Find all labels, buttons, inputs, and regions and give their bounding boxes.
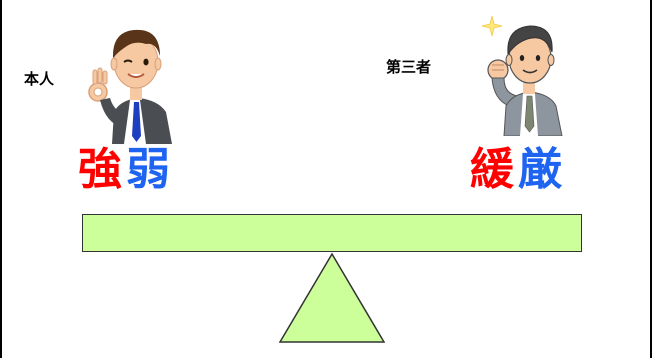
- kanji-strong: 強: [78, 144, 126, 195]
- kanji-weak: 弱: [126, 144, 174, 195]
- third-party-label: 第三者: [386, 58, 432, 76]
- businessman-fist-pump-icon: [481, 15, 563, 136]
- right-kanji-group: 緩厳: [470, 148, 566, 192]
- self-person-label: 本人: [24, 70, 55, 88]
- seesaw-beam: [82, 214, 582, 252]
- kanji-strict: 厳: [518, 144, 566, 195]
- seesaw-fulcrum: [278, 252, 386, 343]
- businessman-ok-gesture-icon: [88, 29, 172, 144]
- kanji-lenient: 緩: [470, 144, 518, 195]
- left-kanji-group: 強弱: [78, 148, 174, 192]
